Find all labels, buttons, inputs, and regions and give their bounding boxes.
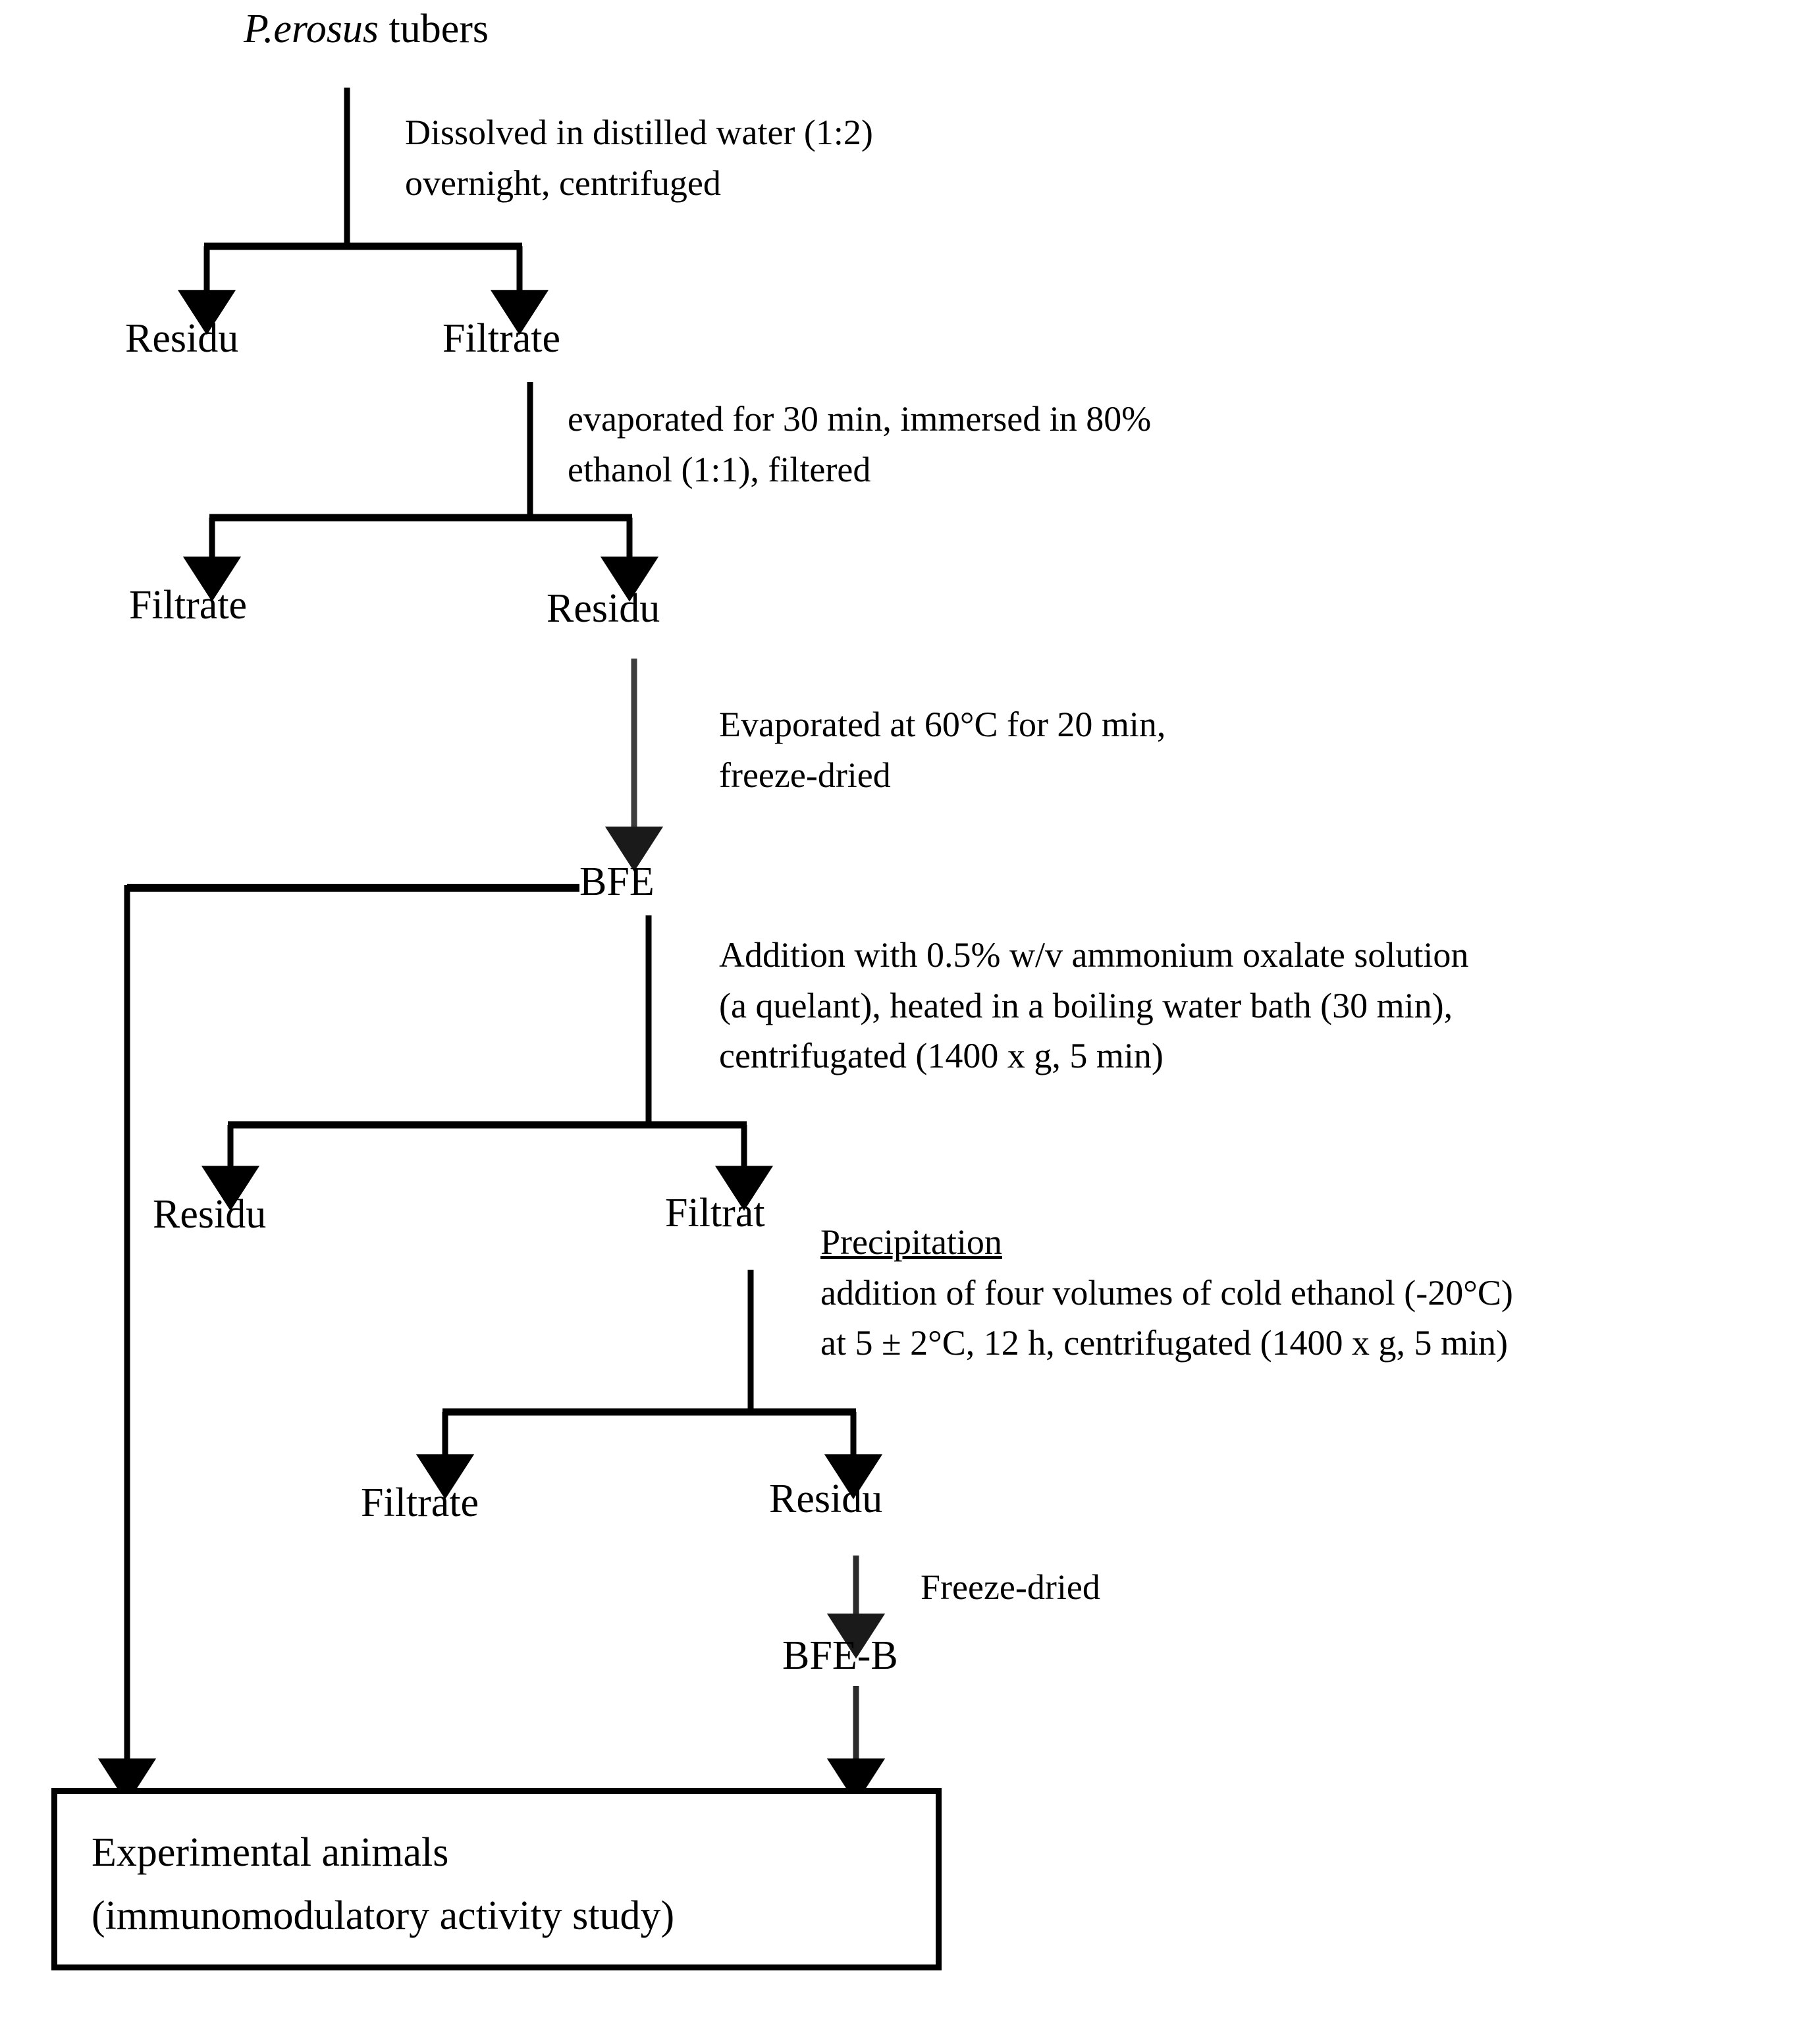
node-residu-3: Residu	[153, 1192, 267, 1237]
source-suffix: tubers	[378, 7, 489, 51]
node-filtrate-2: Filtrate	[129, 583, 248, 628]
node-residu-4: Residu	[769, 1476, 883, 1521]
final-line-1: Experimental animals	[92, 1830, 449, 1875]
step-4-line-1: Addition with 0.5% w/v ammonium oxalate …	[719, 935, 1469, 975]
step-3-annotation: Evaporated at 60°C for 20 min, freeze-dr…	[719, 699, 1509, 800]
step-2-line-2: ethanol (1:1), filtered	[568, 449, 871, 489]
edge-source-to-split1	[177, 88, 549, 335]
step-4-line-2: (a quelant), heated in a boiling water b…	[719, 985, 1453, 1025]
final-outcome-box: Experimental animals (immunomodulatory a…	[51, 1788, 942, 1970]
step-4-line-3: centrifugated (1400 x g, 5 min)	[719, 1036, 1164, 1076]
step-4-annotation: Addition with 0.5% w/v ammonium oxalate …	[719, 930, 1786, 1081]
node-bfe: BFE	[579, 859, 655, 904]
step-5-line-1: addition of four volumes of cold ethanol…	[820, 1272, 1513, 1313]
step-5-annotation: Precipitation addition of four volumes o…	[820, 1217, 1808, 1368]
edge-filtrate1-to-split2	[182, 382, 659, 602]
step-1-line-1: Dissolved in distilled water (1:2)	[405, 113, 873, 152]
node-filtrate-1: Filtrate	[442, 316, 561, 361]
node-filtrate-4: Filtrate	[361, 1480, 479, 1525]
node-residu-1: Residu	[125, 316, 239, 361]
step-1-annotation: Dissolved in distilled water (1:2) overn…	[405, 107, 1195, 208]
node-bfe-b: BFE-B	[782, 1633, 898, 1678]
step-6-annotation: Freeze-dried	[921, 1567, 1100, 1607]
final-line-2: (immunomodulatory activity study)	[92, 1893, 675, 1938]
step-2-line-1: evaporated for 30 min, immersed in 80%	[568, 399, 1152, 439]
step-1-line-2: overnight, centrifuged	[405, 163, 721, 203]
edge-bfe-to-split3	[201, 915, 774, 1211]
step-2-annotation: evaporated for 30 min, immersed in 80% e…	[568, 394, 1489, 495]
step-3-line-2: freeze-dried	[719, 755, 891, 795]
edge-bfe-to-final	[97, 884, 579, 1804]
step-5-heading: Precipitation	[820, 1222, 1002, 1262]
source-species: P.erosus	[244, 7, 379, 51]
node-filtrat-3: Filtrat	[665, 1191, 765, 1235]
step-3-line-1: Evaporated at 60°C for 20 min,	[719, 705, 1166, 744]
node-source: P.erosus tubers	[244, 0, 489, 58]
node-residu-2: Residu	[547, 586, 660, 631]
step-5-line-2: at 5 ± 2°C, 12 h, centrifugated (1400 x …	[820, 1323, 1509, 1363]
edge-filtrat-to-split4	[415, 1270, 883, 1500]
